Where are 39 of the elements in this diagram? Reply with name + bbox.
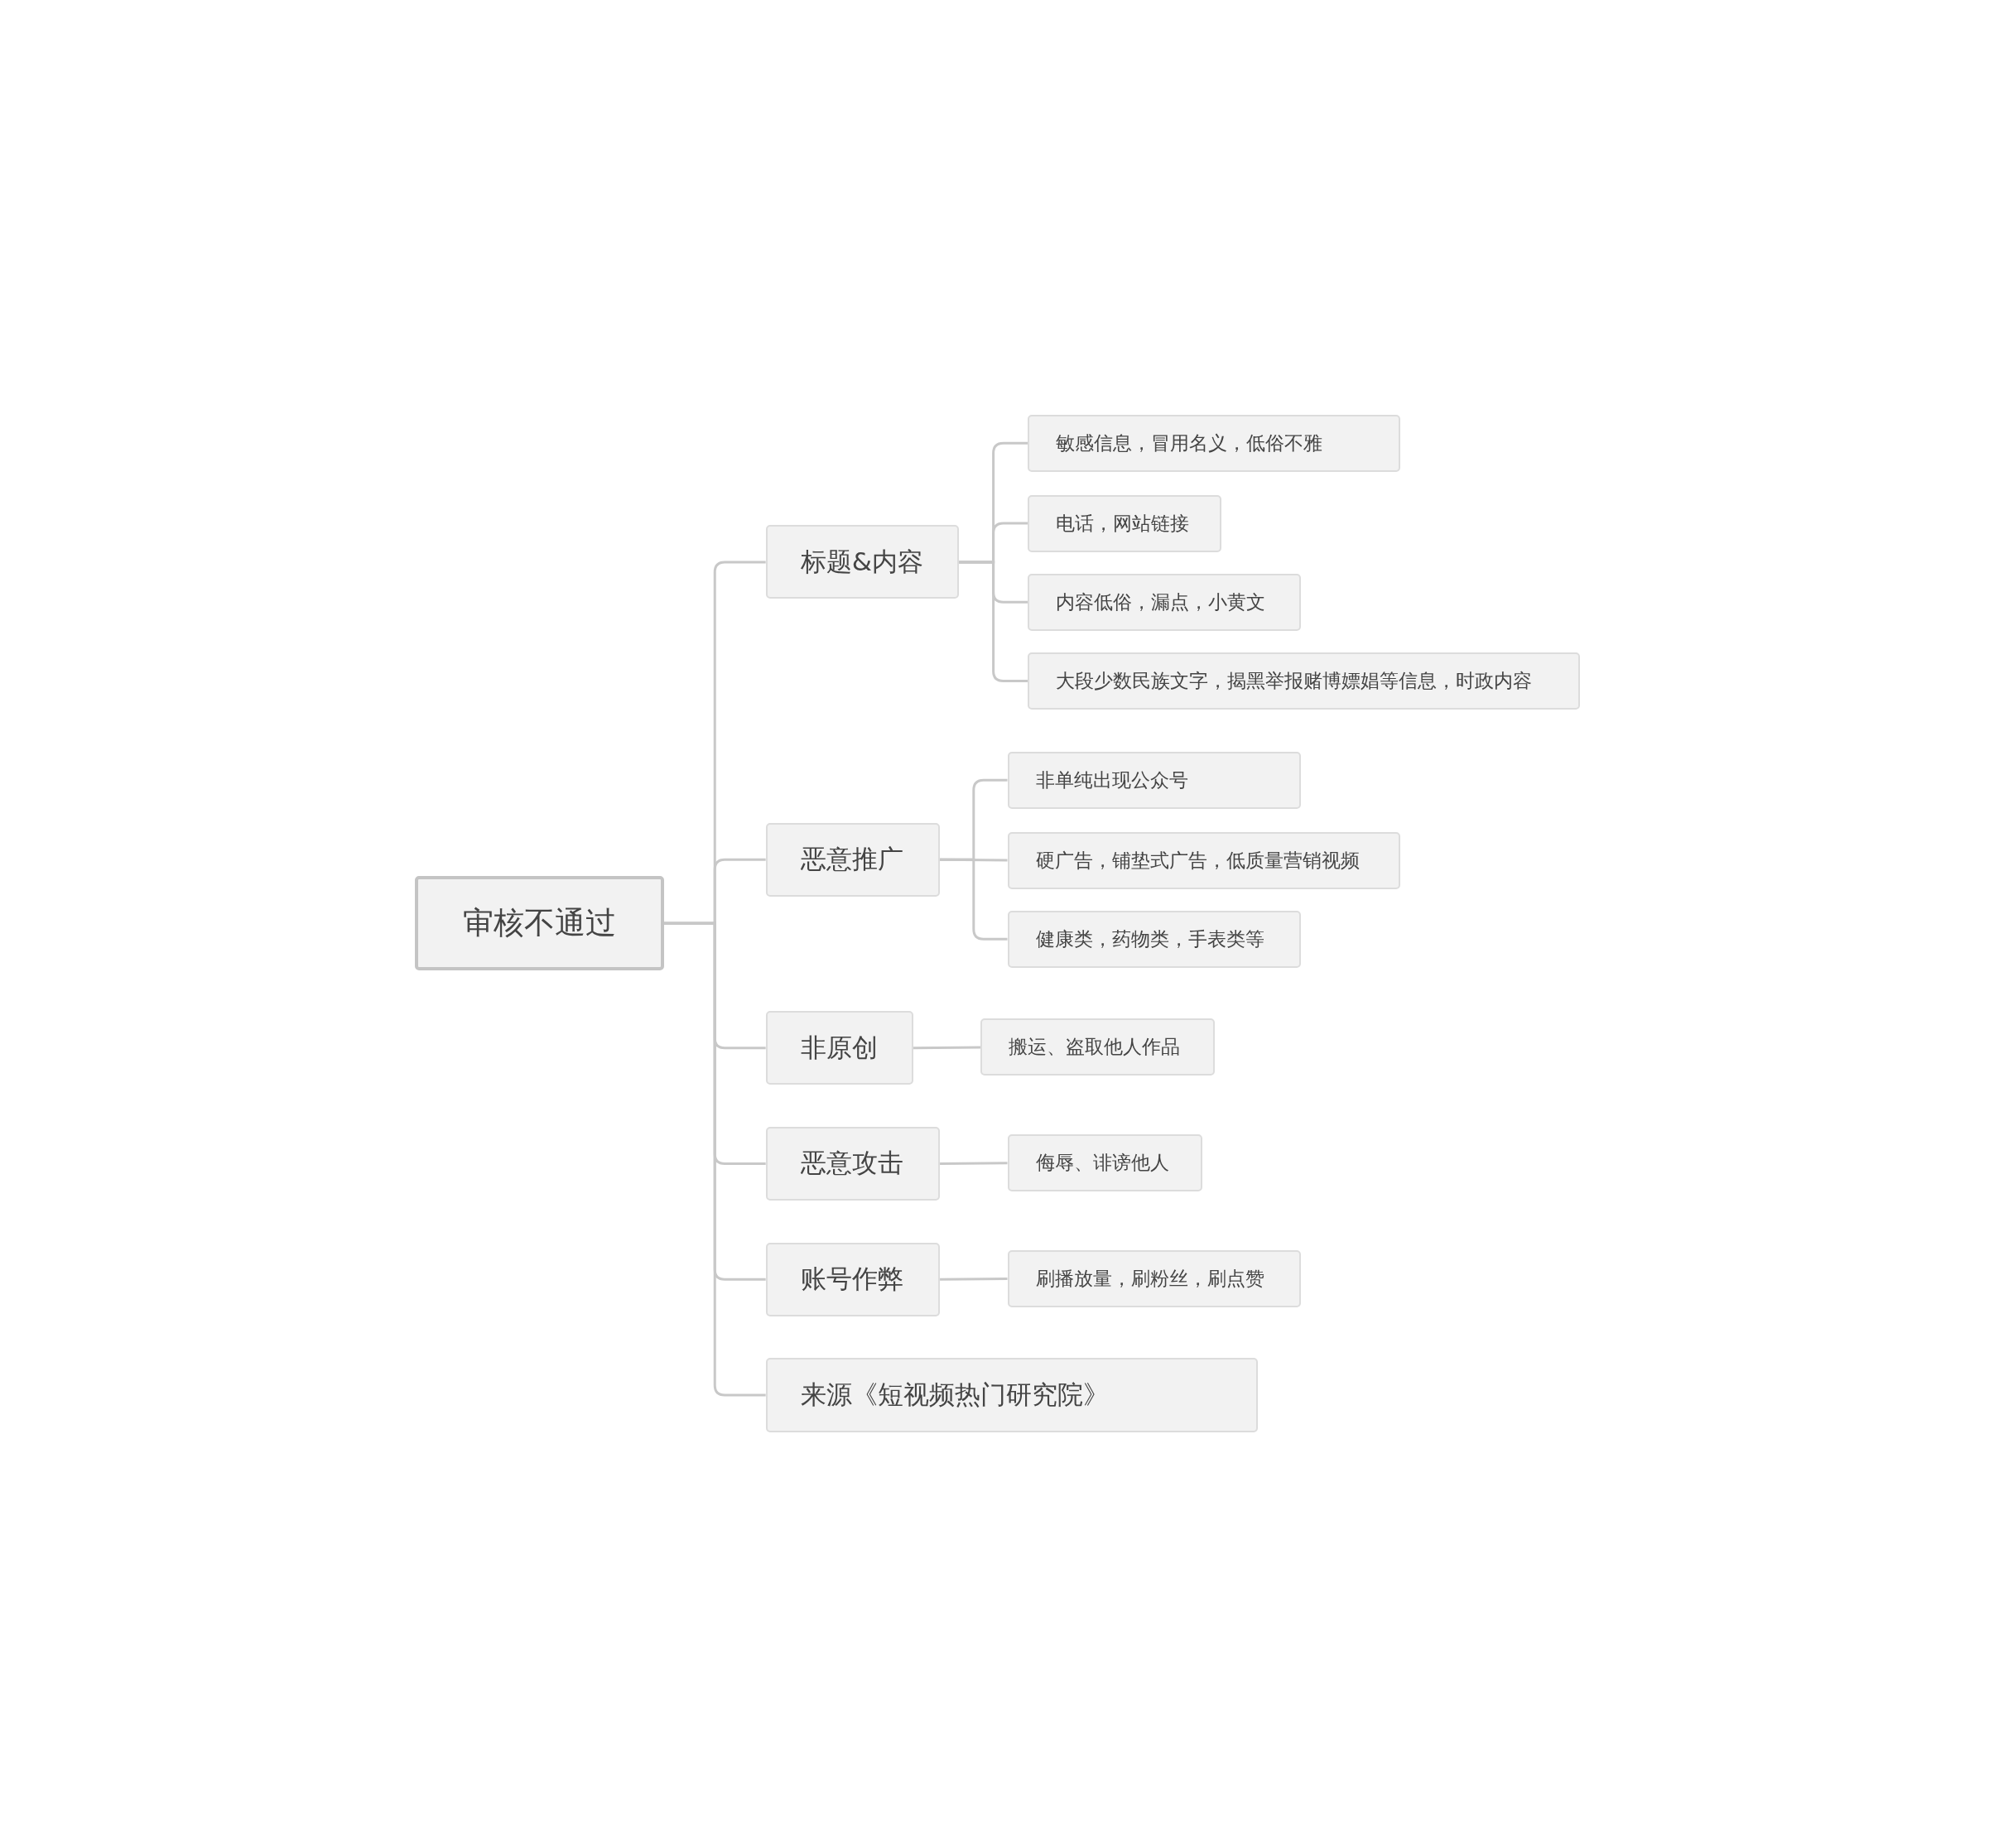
- subtopic-box: [1007, 910, 1302, 968]
- topic-text: 健康类，药物类，手表类等: [1035, 926, 1264, 951]
- topic-text: 刷播放量，刷粉丝，刷点赞: [1035, 1266, 1264, 1291]
- subtopic-box: [1028, 573, 1302, 631]
- topic-text: 账号作弊: [800, 1263, 903, 1296]
- subtopic-box: [1028, 414, 1401, 472]
- topic-text: 硬广告，铺垫式广告，低质量营销视频: [1035, 848, 1360, 873]
- topic-text: 敏感信息，冒用名义，低俗不雅: [1056, 431, 1323, 455]
- connector-line: [940, 1277, 1008, 1281]
- connector-line: [940, 858, 1008, 941]
- topic-text: 搬运、盗取他人作品: [1009, 1035, 1181, 1060]
- subtopic-box: [1007, 831, 1401, 889]
- subtopic-box: [1007, 1134, 1202, 1192]
- topic-box: [765, 822, 941, 897]
- topic-text: 电话，网站链接: [1056, 511, 1190, 536]
- subtopic-box: [1007, 1249, 1302, 1307]
- subtopic-box: [1007, 751, 1302, 809]
- topic-text: 恶意推广: [800, 843, 903, 876]
- topic-text: 非原创: [800, 1031, 878, 1064]
- topic-box: [765, 1011, 913, 1085]
- connector-line: [913, 1046, 981, 1050]
- topic-text: 审核不通过: [462, 904, 616, 943]
- connector-line: [959, 561, 1028, 682]
- topic-text: 大段少数民族文字，揭黑举报赌博嫖娼等信息，时政内容: [1056, 669, 1533, 693]
- topic-text: 非单纯出现公众号: [1035, 768, 1188, 792]
- subtopic-box: [1028, 652, 1580, 710]
- topic-text: 来源《短视频热门研究院》: [800, 1378, 1109, 1411]
- connector-line: [940, 1162, 1008, 1165]
- topic-text: 标题&内容: [800, 545, 923, 578]
- topic-text: 内容低俗，漏点，小黄文: [1056, 590, 1266, 614]
- root-topic-box: [414, 876, 664, 970]
- subtopic-box: [1028, 494, 1221, 552]
- subtopic-box: [980, 1018, 1215, 1076]
- topic-text: 恶意攻击: [800, 1147, 903, 1180]
- topic-text: 侮辱、诽谤他人: [1035, 1151, 1169, 1176]
- topic-box: [765, 1242, 941, 1316]
- topic-box: [765, 1358, 1259, 1432]
- topic-box: [765, 525, 960, 599]
- topic-box: [765, 1126, 941, 1201]
